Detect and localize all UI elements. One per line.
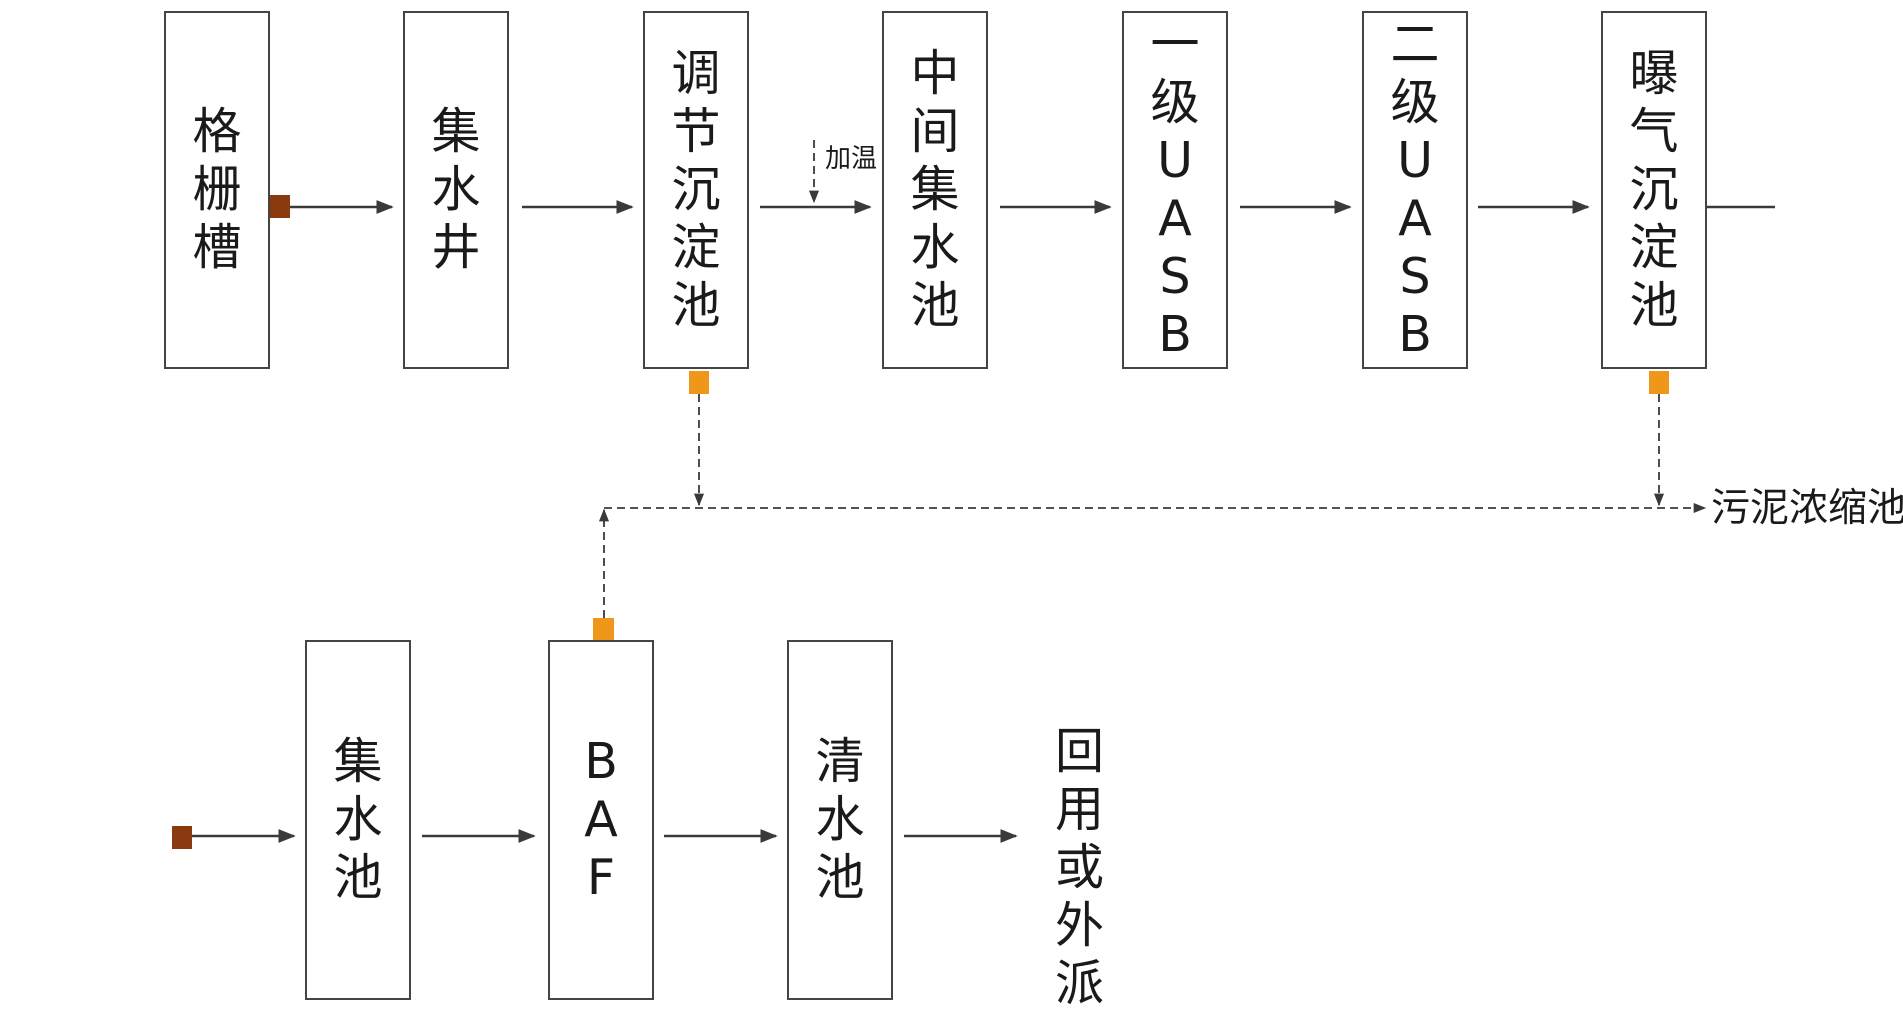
inlet-marker-grid xyxy=(270,195,290,218)
box-collection-well: 集 水 井 xyxy=(403,11,509,369)
box-aeration-sedimentation-tank: 曝 气 沉 淀 池 xyxy=(1601,11,1707,369)
inlet-marker-row2 xyxy=(172,826,192,849)
box-secondary-uasb: 二 级 U A S B xyxy=(1362,11,1468,369)
box-collection-tank: 集 水 池 xyxy=(305,640,411,1000)
box-regulating-sedimentation-tank: 调 节 沉 淀 池 xyxy=(643,11,749,369)
reuse-or-discharge-label: 回 用 或 外 派 xyxy=(1055,723,1105,1012)
heating-label: 加温 xyxy=(825,144,878,174)
box-primary-uasb: 一 级 U A S B xyxy=(1122,11,1228,369)
box-baf: B A F xyxy=(548,640,654,1000)
box-grid-channel: 格 栅 槽 xyxy=(164,11,270,369)
sludge-outlet-aeration xyxy=(1649,371,1669,394)
box-intermediate-collection-tank: 中 间 集 水 池 xyxy=(882,11,988,369)
box-clear-water-tank: 清 水 池 xyxy=(787,640,893,1000)
sludge-thickening-tank-label: 污泥浓缩池 xyxy=(1711,486,1903,531)
sludge-outlet-baf xyxy=(593,618,614,641)
sludge-outlet-regulating xyxy=(689,371,709,394)
